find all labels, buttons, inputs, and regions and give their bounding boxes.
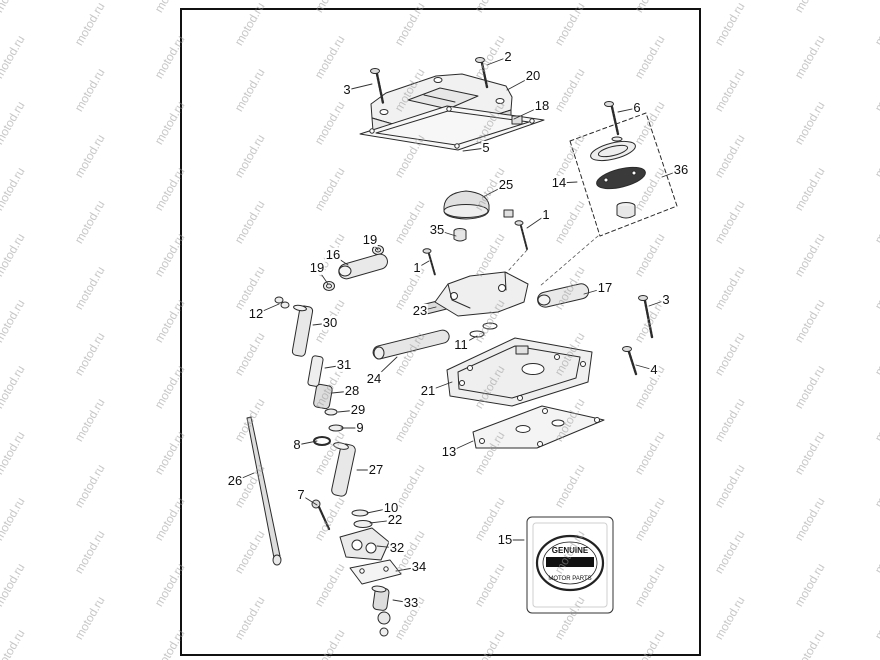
- part-lower-housing-21: [446, 337, 593, 407]
- part-rocker-arm-17: [537, 283, 590, 308]
- part-rocker-arm-16: [338, 253, 388, 280]
- bolt-1-center: [503, 209, 528, 250]
- part-spring-cap-28: [313, 383, 333, 410]
- part-screw-7: [311, 499, 331, 531]
- part-washer-22: [353, 520, 373, 528]
- part-tappet-guide-32: [339, 527, 390, 561]
- bolt-6: [604, 101, 624, 148]
- part-rocker-support: [434, 271, 529, 317]
- part-oring-8: [313, 436, 331, 446]
- part-pushrod-26: [246, 416, 282, 566]
- part-cover-gasket-plate: [359, 105, 545, 151]
- bolt-3-top-left: [370, 68, 385, 105]
- part-cap-25: [443, 190, 490, 220]
- part-spacer-19-b: [323, 281, 335, 291]
- part-cover-tube-30: [291, 304, 314, 357]
- badge-genuine-parts: GENUINE MOTOR PARTS: [526, 516, 614, 614]
- part-washer-10: [351, 509, 369, 517]
- part-gasket-13: [472, 405, 605, 449]
- part-shaft-24: [372, 322, 498, 360]
- part-nut-35: [453, 228, 467, 242]
- part-tube-31: [307, 355, 324, 387]
- part-lower-tube-27: [331, 442, 356, 497]
- part-clip-12: [274, 296, 290, 309]
- part-gasket-34: [349, 559, 402, 585]
- part-washer-29: [324, 408, 338, 416]
- bolt-3-right: [638, 295, 654, 339]
- bolt-2-top: [475, 57, 489, 89]
- part-tappet-33: [371, 585, 391, 637]
- badge-bottom-text: MOTOR PARTS: [548, 576, 591, 582]
- badge-top-text: GENUINE: [552, 546, 589, 555]
- bolt-4-right: [622, 346, 638, 376]
- bolt-1-left: [422, 248, 436, 276]
- diagram-frame: [180, 8, 701, 656]
- part-breather-assembly: [499, 112, 678, 287]
